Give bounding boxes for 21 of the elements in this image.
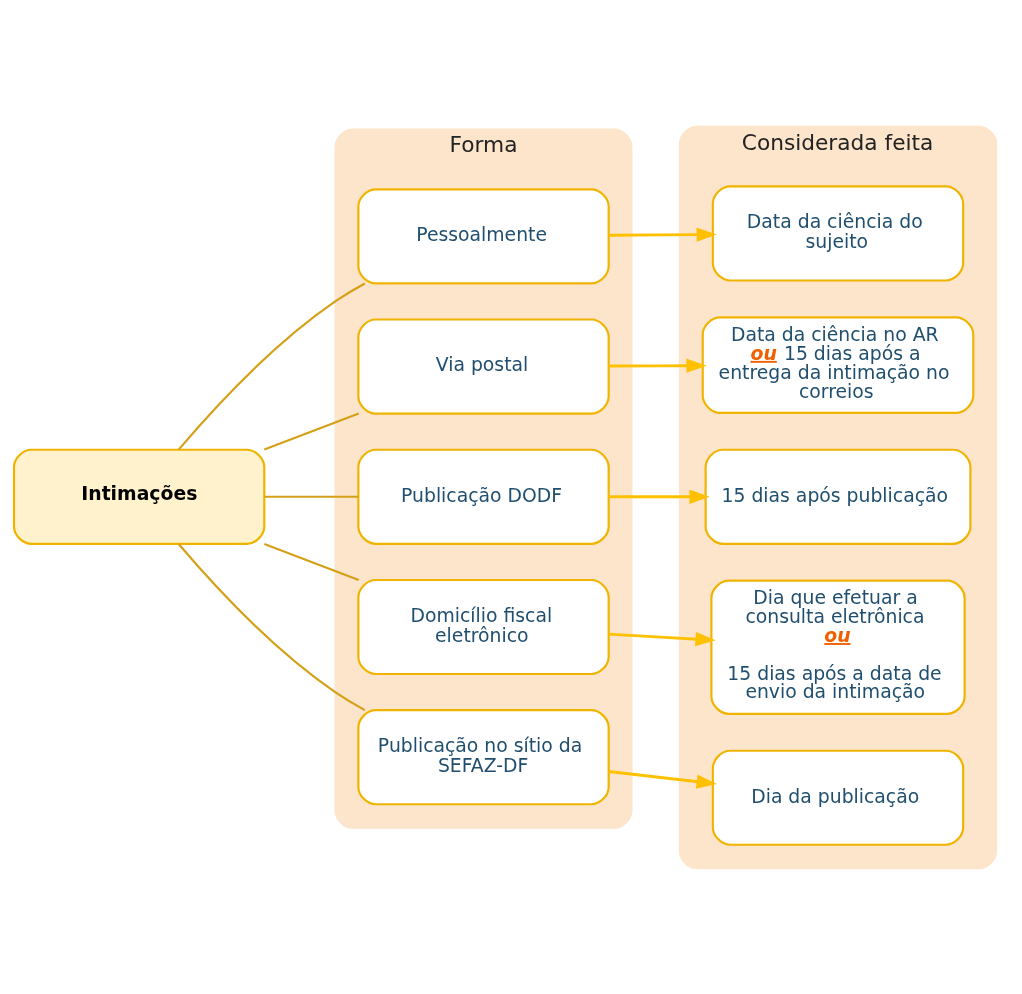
node-box: Via postal bbox=[357, 317, 610, 415]
connector bbox=[177, 282, 366, 450]
node-box: Publicação DODF bbox=[357, 448, 610, 545]
node-box: Data da ciência do sujeito bbox=[711, 184, 965, 282]
connector bbox=[177, 542, 366, 711]
arrow bbox=[608, 227, 717, 242]
arrow bbox=[608, 631, 716, 646]
node-box: Publicação no sítio da SEFAZ-DF bbox=[357, 708, 610, 805]
arrow bbox=[608, 358, 707, 373]
arrow bbox=[608, 769, 717, 789]
connector bbox=[263, 542, 360, 581]
node-box: 15 dias após publicação bbox=[704, 448, 972, 545]
node-box: Pessoalmente bbox=[357, 187, 610, 284]
node-box: Domicílio fiscal eletrônico bbox=[357, 578, 610, 675]
connector bbox=[263, 412, 360, 451]
node-box: Intimações bbox=[12, 448, 266, 545]
node-box: Dia que efetuar a consulta eletrônica ou 15 dias após a data de envio da intimação bbox=[710, 579, 966, 715]
arrow bbox=[608, 489, 710, 504]
connector bbox=[264, 495, 359, 498]
node-box: Dia da publicação bbox=[711, 749, 965, 846]
node-box: Data da ciência no AR ou 15 dias após a entrega da intimação no correios bbox=[701, 315, 975, 414]
